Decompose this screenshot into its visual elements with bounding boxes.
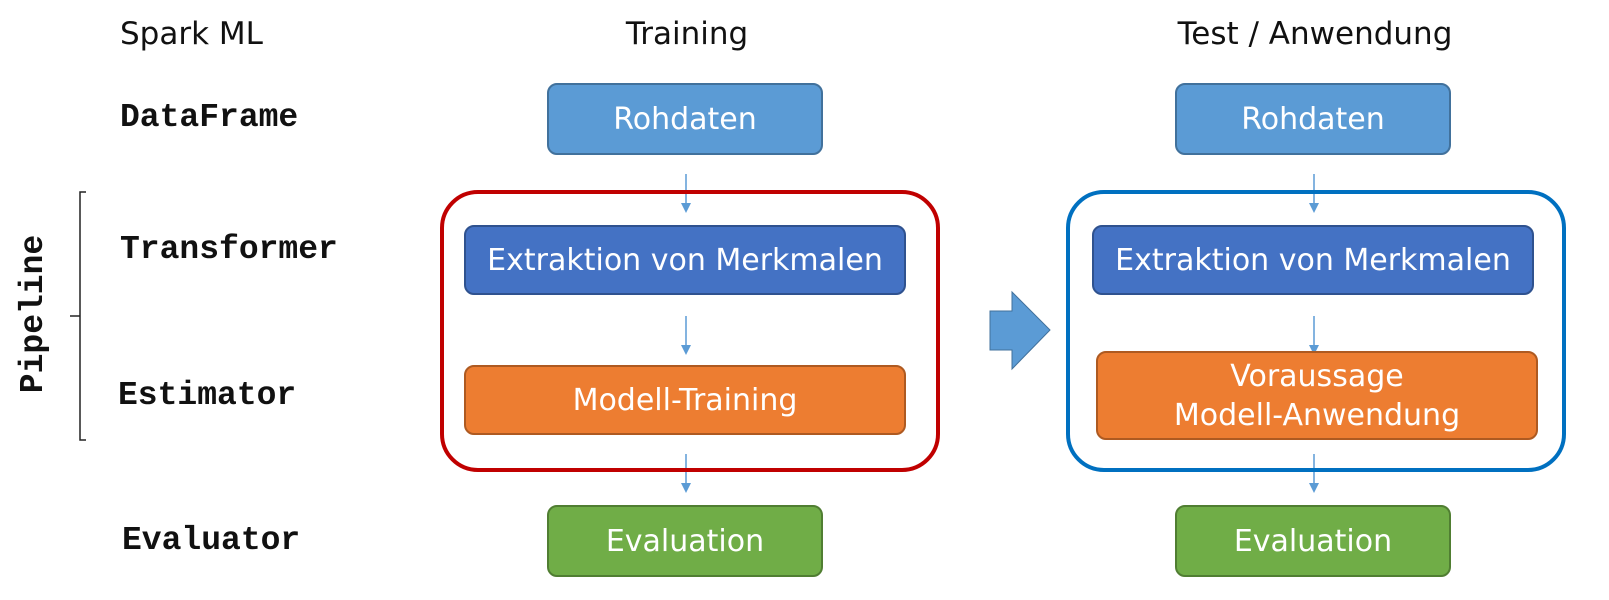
header-spark-ml: Spark ML: [120, 16, 263, 52]
test-pipeline-frame: [1066, 190, 1566, 472]
test-feature-extraction-label: Extraktion von Merkmalen: [1115, 242, 1511, 278]
pipeline-bracket: [70, 191, 86, 441]
test-evaluation-label: Evaluation: [1233, 523, 1393, 559]
label-estimator: Estimator: [118, 377, 297, 414]
test-rohdaten-label: Rohdaten: [1241, 101, 1385, 137]
training-pipeline-frame: [440, 190, 940, 472]
training-evaluation-label: Evaluation: [605, 523, 765, 559]
training-rohdaten-label: Rohdaten: [613, 101, 757, 137]
big-right-arrow: [989, 290, 1051, 371]
test-rohdaten-box: Rohdaten: [1175, 83, 1451, 155]
label-dataframe: DataFrame: [120, 99, 299, 136]
test-evaluation-box: Evaluation: [1175, 505, 1451, 577]
header-training: Training: [625, 16, 749, 52]
test-feature-extraction-box: Extraktion von Merkmalen: [1092, 225, 1534, 295]
label-transformer: Transformer: [120, 231, 338, 268]
training-model-label: Modell-Training: [572, 382, 798, 418]
training-feature-extraction-label: Extraktion von Merkmalen: [487, 242, 883, 278]
training-feature-extraction-box: Extraktion von Merkmalen: [464, 225, 906, 295]
header-test: Test / Anwendung: [1177, 16, 1453, 52]
training-model-box: Modell-Training: [464, 365, 906, 435]
training-rohdaten-box: Rohdaten: [547, 83, 823, 155]
test-prediction-label-line1: Voraussage: [1230, 358, 1404, 394]
label-evaluator: Evaluator: [122, 522, 301, 559]
test-prediction-label-line2: Modell-Anwendung: [1173, 397, 1461, 433]
training-evaluation-box: Evaluation: [547, 505, 823, 577]
test-prediction-box: Voraussage Modell-Anwendung: [1096, 351, 1538, 440]
